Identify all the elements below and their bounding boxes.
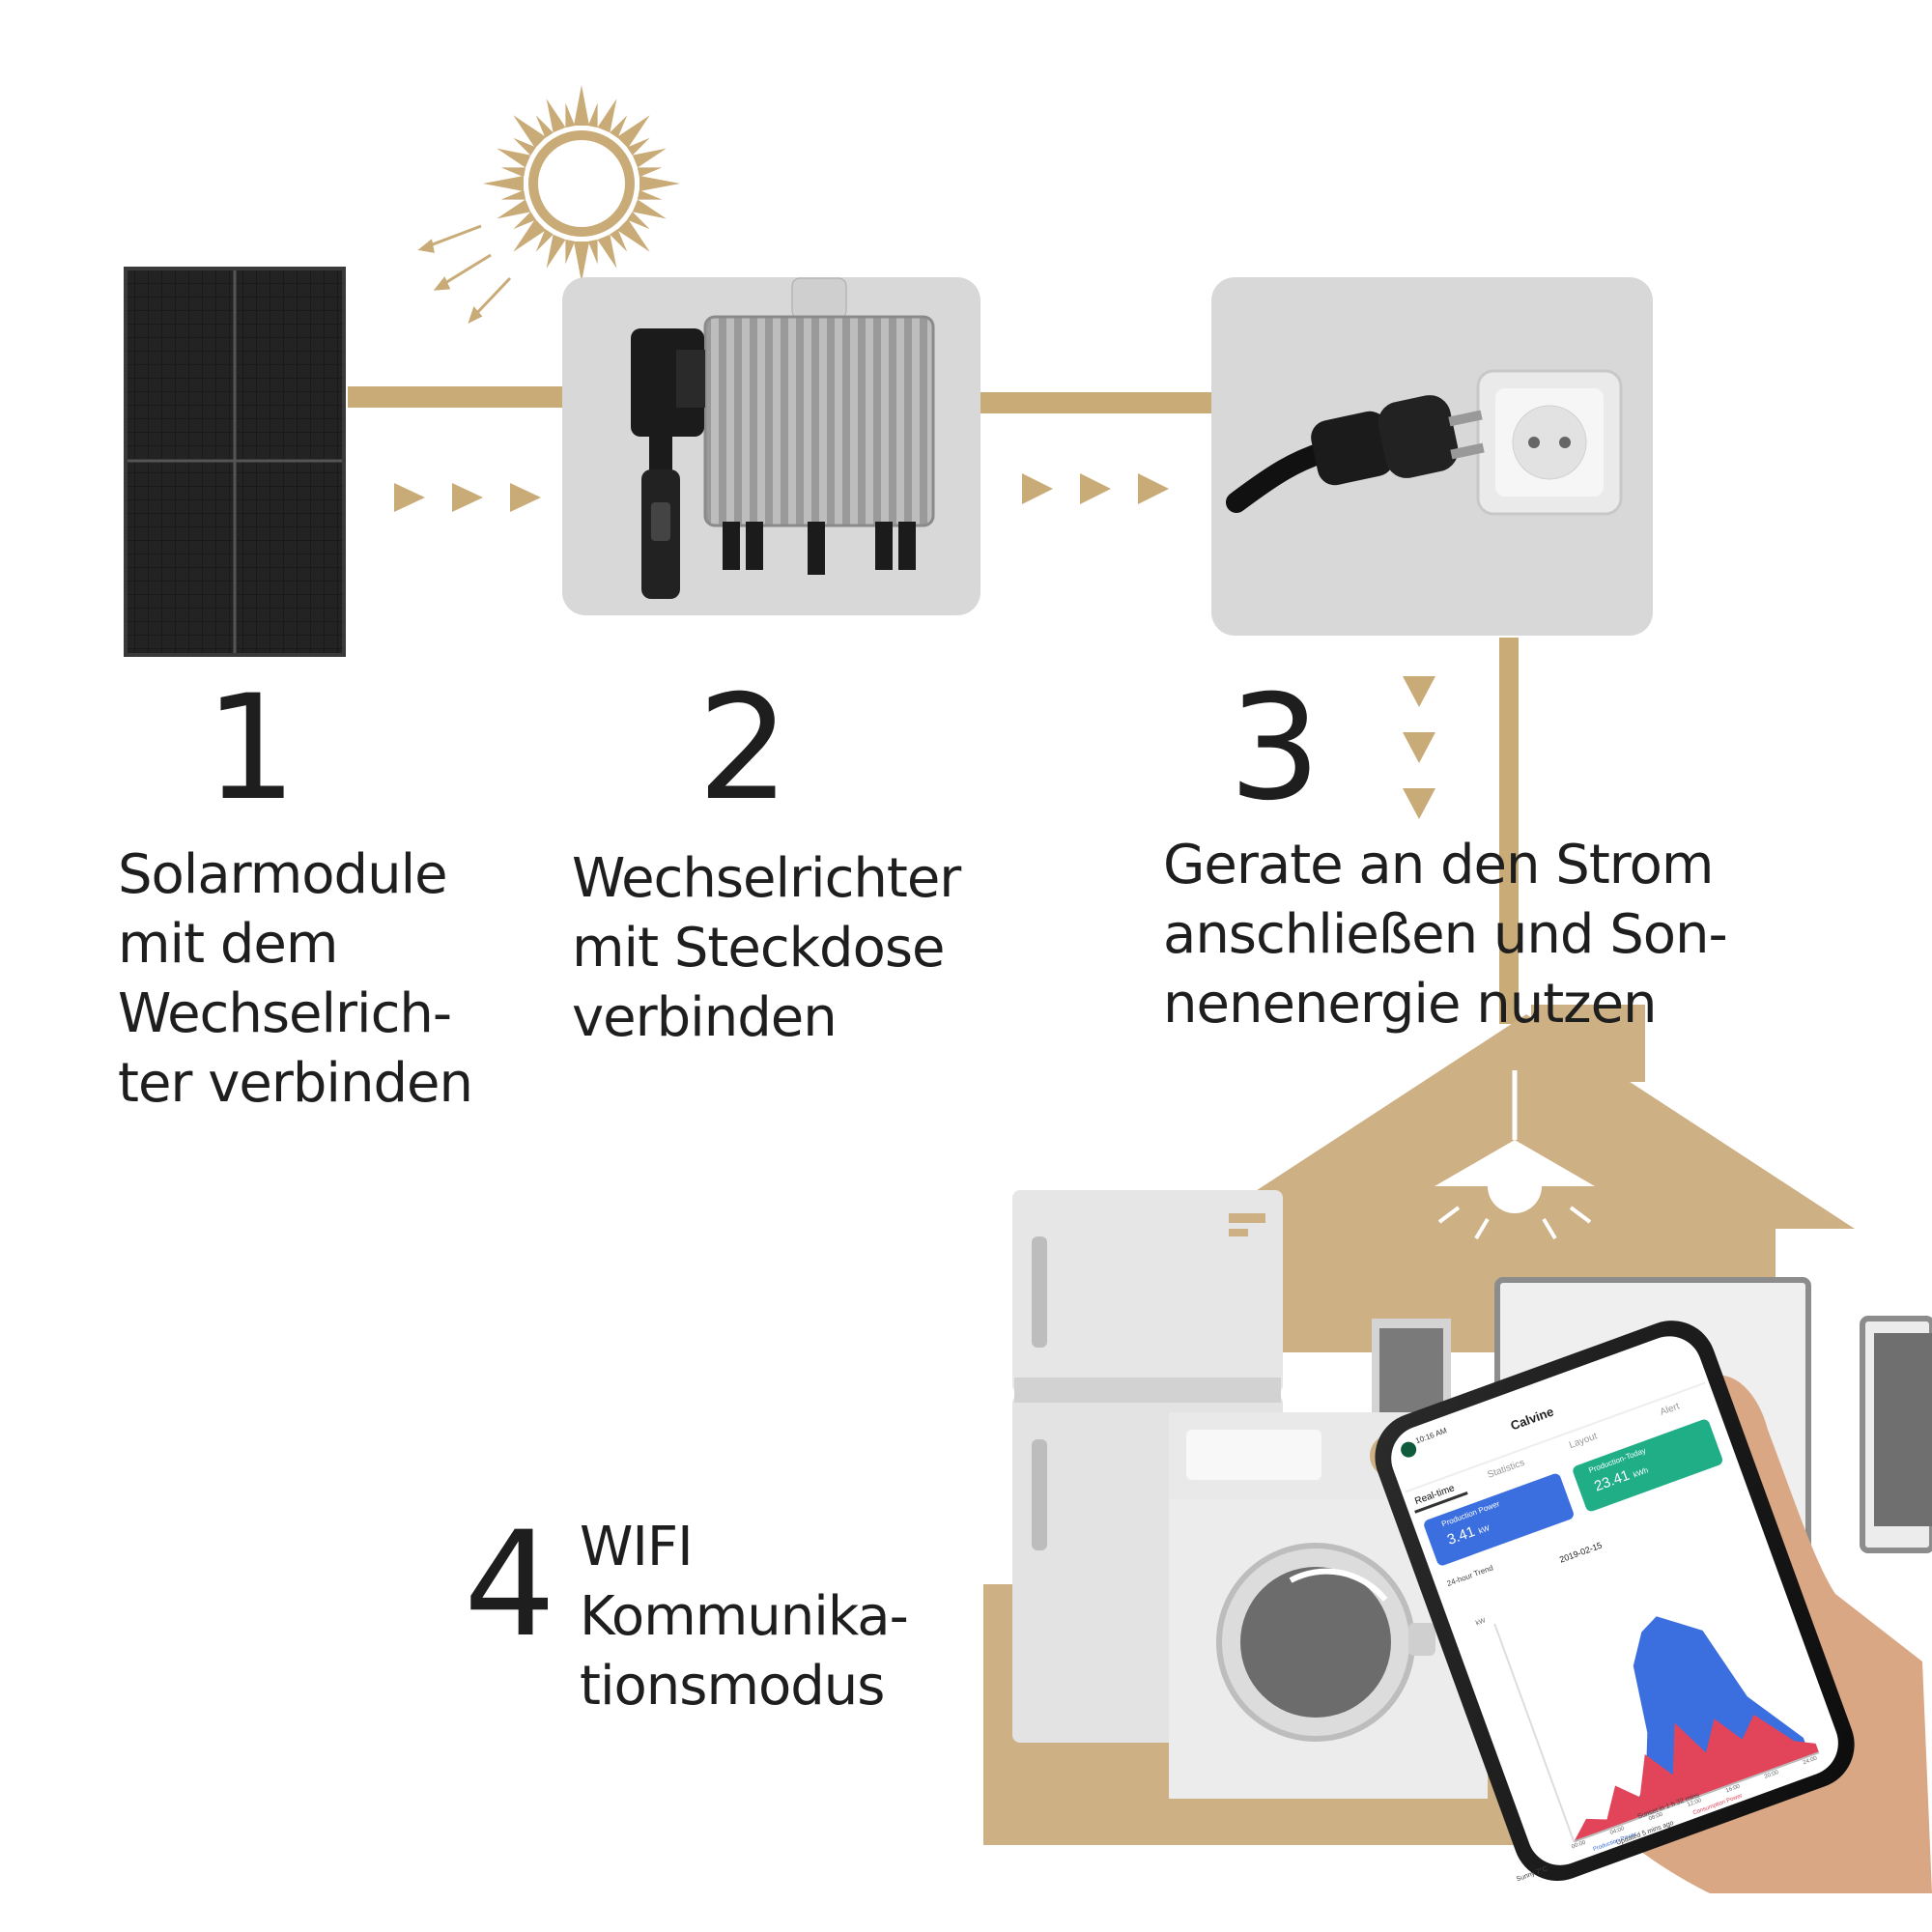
- weather-text: Sunny 7°C: [1515, 1865, 1548, 1884]
- arrows-2-3: [1022, 473, 1169, 504]
- solar-panel-icon: [124, 267, 346, 657]
- connector-line-3-house: [1499, 638, 1519, 1024]
- x-tick: 24:00: [1802, 1755, 1818, 1767]
- phone-time: 10:16 AM: [1414, 1426, 1448, 1446]
- step-3-text: Gerate an den Strom anschließen und Son-…: [1163, 834, 1728, 1036]
- sun-icon: [483, 85, 680, 282]
- step-1-text: Solarmodule mit dem Wechselrich- ter ver…: [118, 843, 473, 1115]
- arrows-1-2: [394, 483, 541, 512]
- sun-rays: [417, 224, 512, 324]
- phone-title: Calvine: [1508, 1404, 1556, 1434]
- step-2-text: Wechselrichter mit Steckdose verbinden: [572, 847, 961, 1049]
- chart-y-unit: kW: [1474, 1617, 1487, 1628]
- arrows-3-down: [1403, 676, 1435, 819]
- tab-layout[interactable]: Layout: [1568, 1431, 1600, 1452]
- production-today-unit: kWh: [1632, 1465, 1650, 1480]
- tab-alert[interactable]: Alert: [1659, 1401, 1682, 1418]
- step-1-number: 1: [205, 665, 298, 833]
- connector-line-1-2: [348, 386, 565, 408]
- connector-line-2-3: [980, 392, 1212, 413]
- step-2-number: 2: [697, 665, 790, 833]
- smartphone-icon: [1375, 1321, 1855, 1882]
- microinverter-icon: [631, 277, 935, 599]
- production-power-number: 3.41: [1444, 1522, 1478, 1548]
- tab-statistics[interactable]: Statistics: [1486, 1457, 1526, 1481]
- step-4-number: 4: [464, 1501, 556, 1669]
- plug-socket-icon: [1226, 369, 1623, 516]
- step-4-text: WIFI Kommunika- tionsmodus: [580, 1516, 909, 1718]
- production-power-unit: kW: [1477, 1523, 1492, 1536]
- step-3-number: 3: [1229, 665, 1321, 833]
- updated-text: Updated 5 mins ago: [1615, 1819, 1675, 1847]
- lamp-icon: [1435, 1070, 1595, 1240]
- trend-date[interactable]: 2019-02-15: [1558, 1540, 1604, 1565]
- tab-real-time[interactable]: Real-time: [1413, 1483, 1457, 1508]
- trend-label: 24-hour Trend: [1445, 1563, 1494, 1589]
